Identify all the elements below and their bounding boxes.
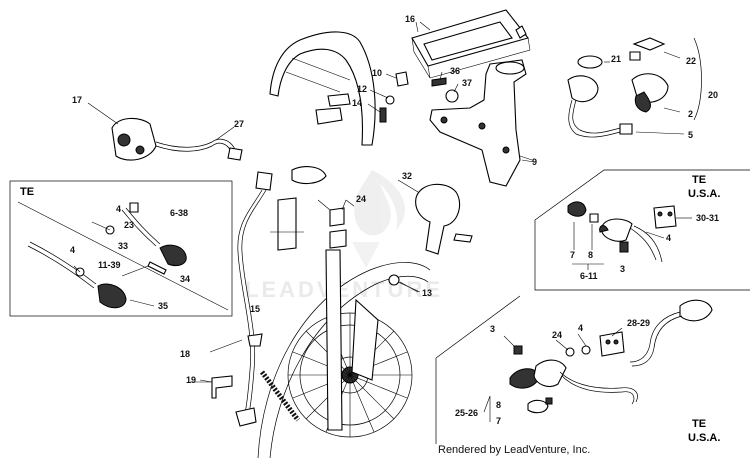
callout-4-right-bottom: 4 [578,323,583,333]
leader-lines [190,21,533,383]
callout-16: 16 [405,14,415,24]
callout-24-main: 24 [356,194,366,204]
callout-labels: 16 21 22 20 2 5 10 36 37 12 14 17 27 9 3… [70,14,719,426]
callout-11-39: 11-39 [98,260,121,270]
leadventure-watermark: LEADVENTURE [245,170,443,302]
callout-14: 14 [352,98,362,108]
callout-27: 27 [234,119,244,129]
callout-20: 20 [708,90,718,100]
callout-8-mid: 8 [588,250,593,260]
part-wire-harness [209,171,273,427]
front-wheel-disc [257,249,431,458]
callout-9: 9 [532,157,537,167]
callout-5: 5 [688,130,693,140]
footer-credit: Rendered by LeadVenture, Inc. [438,444,590,456]
callout-7-mid: 7 [570,250,575,260]
callout-6-11: 6-11 [580,271,598,281]
part-misc-small [199,274,419,399]
inset-right-bottom-tag-2: U.S.A. [688,432,720,444]
callout-3-bottom: 3 [490,324,495,334]
inset-left-te: TE [9,180,233,317]
callout-32: 32 [402,171,412,181]
inset-left-tag: TE [20,186,34,198]
part-horn [397,179,473,255]
callout-4-right-mid: 4 [666,233,671,243]
inset-right-bottom-te-usa: TE U.S.A. [435,295,720,444]
callout-34: 34 [180,274,190,284]
inset-right-mid-tag-2: U.S.A. [688,188,720,200]
callout-18: 18 [180,349,190,359]
callout-3-mid: 3 [620,264,625,274]
callout-17: 17 [72,95,82,105]
callout-22: 22 [686,56,696,66]
callout-13: 13 [422,288,432,298]
inset-right-bottom-tag-1: TE [692,418,706,430]
inset-right-mid-te-usa: TE U.S.A. [534,169,750,291]
part-relay-bracket [270,166,355,251]
inset-right-mid-tag-1: TE [692,174,706,186]
callout-33: 33 [118,241,128,251]
callout-23: 23 [124,220,134,230]
part-ignition-group [567,37,702,138]
callout-2: 2 [688,109,693,119]
callout-7-bottom: 7 [496,416,501,426]
part-speedometer [411,9,531,79]
watermark-text: LEADVENTURE [245,277,443,302]
callout-8-bottom: 8 [496,400,501,410]
front-fender [269,31,376,146]
part-handlebar-switch [87,102,243,161]
callout-35: 35 [158,301,168,311]
callout-19: 19 [186,375,196,385]
callout-12: 12 [357,84,367,94]
part-fasteners [367,71,459,123]
callout-6-38: 6-38 [170,208,188,218]
callout-4-left-bottom: 4 [70,245,75,255]
callout-36: 36 [450,66,460,76]
part-instrument-bracket [429,59,535,187]
callout-24-bottom: 24 [552,330,562,340]
callout-30-31: 30-31 [696,213,719,223]
callout-37: 37 [462,78,472,88]
callout-21: 21 [611,54,621,64]
callout-10: 10 [372,68,382,78]
callout-4-left-top: 4 [116,204,121,214]
callout-25-26: 25-26 [455,408,478,418]
callout-15: 15 [250,304,260,314]
callout-28-29: 28-29 [627,318,650,328]
